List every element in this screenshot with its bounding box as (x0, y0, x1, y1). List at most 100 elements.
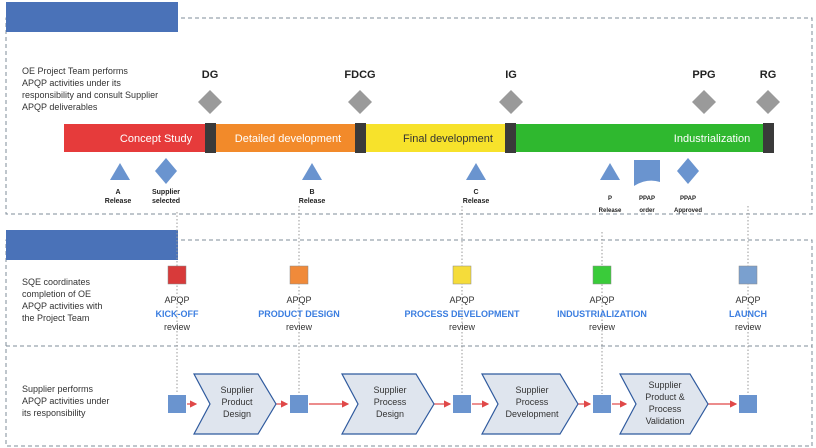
top-desc-line: OE Project Team performs (22, 66, 128, 76)
svg-text:Process: Process (516, 397, 549, 407)
svg-text:Release: Release (463, 198, 490, 205)
flow-node-square (290, 395, 308, 413)
review-suffix: review (286, 322, 313, 332)
svg-text:OE Project Team performs: OE Project Team performs (22, 66, 128, 76)
activity-supplier-process-design: Supplier Process Design (341, 373, 435, 435)
activity-supplier-process-development: Supplier Process Development (481, 373, 579, 435)
review-process-development: APQP PROCESS DEVELOPMENT review (404, 265, 520, 332)
top-desc-line: responsibility and consult Supplier (22, 90, 158, 100)
svg-text:B: B (309, 189, 314, 196)
flow-nodes (168, 395, 757, 413)
diamond-icon (155, 158, 177, 184)
gate-label: PPG (692, 69, 715, 81)
milestone-text: Release (599, 208, 622, 214)
vertical-connectors (176, 206, 749, 394)
svg-text:Supplier: Supplier (152, 189, 180, 196)
review-name: PRODUCT DESIGN (258, 309, 340, 319)
top-desc-line: APQP activities under its (22, 78, 121, 88)
activity-text: Design (223, 409, 251, 419)
svg-text:the Project Team: the Project Team (22, 313, 89, 323)
chevron-shape (481, 373, 579, 435)
activity-text: Process (516, 397, 549, 407)
milestone-text: B (309, 189, 314, 196)
phase-label: Final development (403, 133, 493, 145)
svg-text:Supplier: Supplier (648, 380, 681, 390)
svg-text:Supplier: Supplier (220, 385, 253, 395)
chevron-shape (619, 373, 709, 435)
review-square (452, 265, 472, 285)
milestone-a-release: A Release (105, 163, 132, 205)
activity-text: Supplier (515, 385, 548, 395)
gate-ppg: PPG (692, 69, 716, 114)
phase-separator (763, 123, 774, 153)
flow-node-square (593, 395, 611, 413)
gate-label: DG (202, 69, 219, 81)
milestone-text: P (608, 196, 612, 202)
gate-diamond-icon (692, 90, 716, 114)
gate-diamond-icon (198, 90, 222, 114)
flow-node-square (739, 395, 757, 413)
svg-text:Release: Release (105, 198, 132, 205)
svg-text:Approved: Approved (674, 208, 702, 214)
middle-panel-description: SQE coordinates completion of OE APQP ac… (22, 277, 102, 323)
triangle-icon (302, 163, 322, 180)
svg-text:Supplier: Supplier (373, 385, 406, 395)
phase-label: Concept Study (120, 133, 193, 145)
review-prefix: APQP (449, 295, 474, 305)
svg-text:Process: Process (374, 397, 407, 407)
lower-panel-tab (6, 230, 178, 260)
svg-text:Validation: Validation (646, 416, 685, 426)
activity-text: Validation (646, 416, 685, 426)
svg-text:Development: Development (505, 409, 559, 419)
gate-label: FDCG (344, 69, 375, 81)
svg-text:C: C (473, 189, 478, 196)
activity-supplier-product-process-validation: Supplier Product & Process Validation (619, 373, 709, 435)
milestone-text: Release (463, 198, 490, 205)
activity-text: Design (376, 409, 404, 419)
top-desc-line: APQP deliverables (22, 102, 98, 112)
review-suffix: review (589, 322, 616, 332)
gate-rg: RG (756, 69, 780, 114)
svg-text:Supplier: Supplier (515, 385, 548, 395)
top-panel-tab (6, 2, 178, 32)
bottom-desc-line: Supplier performs (22, 384, 94, 394)
review-square (738, 265, 758, 285)
review-prefix: APQP (286, 295, 311, 305)
review-suffix: review (164, 322, 191, 332)
review-prefix: APQP (164, 295, 189, 305)
svg-text:APQP deliverables: APQP deliverables (22, 102, 98, 112)
svg-text:selected: selected (152, 198, 180, 205)
phase-bar: Concept Study Detailed development Final… (64, 123, 774, 153)
svg-text:Design: Design (376, 409, 404, 419)
review-industrialization: APQP INDUSTRIALIZATION review (557, 265, 647, 332)
review-square (592, 265, 612, 285)
milestone-text: PPAP (680, 196, 696, 202)
review-name: PROCESS DEVELOPMENT (404, 309, 520, 319)
diamond-icon (677, 158, 699, 184)
milestone-text: Approved (674, 208, 702, 214)
activity-text: Product & (645, 392, 685, 402)
activity-text: Supplier (373, 385, 406, 395)
phase-final-development (366, 124, 506, 152)
bottom-desc-line: its responsibility (22, 408, 86, 418)
milestone-ppap-order: PPAP order (634, 160, 660, 214)
middle-desc-line: APQP activities with (22, 301, 102, 311)
phase-separator (355, 123, 366, 153)
chevron-shape (341, 373, 435, 435)
milestone-text: PPAP (639, 196, 655, 202)
middle-desc-line: the Project Team (22, 313, 89, 323)
svg-text:Release: Release (299, 198, 326, 205)
lower-panel-frame (5, 239, 813, 447)
svg-text:Supplier performs: Supplier performs (22, 384, 94, 394)
review-name: INDUSTRIALIZATION (557, 309, 647, 319)
milestone-text: C (473, 189, 478, 196)
review-product-design: APQP PRODUCT DESIGN review (258, 265, 340, 332)
phase-concept-study (64, 124, 206, 152)
review-kick-off: APQP KICK-OFF review (156, 265, 199, 332)
gate-diamond-icon (348, 90, 372, 114)
review-square (167, 265, 187, 285)
review-name: KICK-OFF (156, 309, 199, 319)
flow-node-square (168, 395, 186, 413)
phase-label: Industrialization (674, 133, 750, 145)
